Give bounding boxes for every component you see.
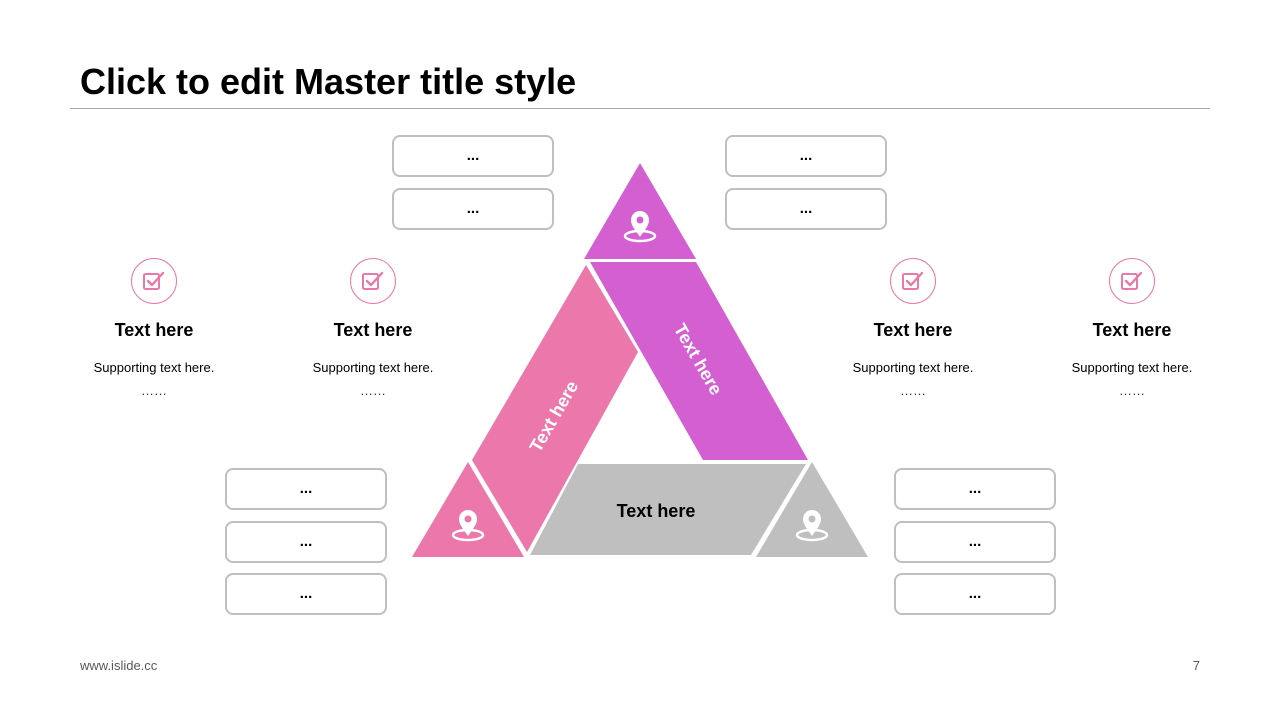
text-box[interactable]: ... [225, 521, 387, 563]
info-item: Text here Supporting text here. …… [273, 258, 473, 399]
text-box[interactable]: ... [225, 468, 387, 510]
checkbox-icon [1109, 258, 1155, 304]
text-box[interactable]: ... [392, 188, 554, 230]
item-supporting-text: Supporting text here. [1071, 360, 1193, 375]
item-ellipsis: …… [900, 383, 926, 398]
slide-title: Click to edit Master title style [80, 61, 577, 102]
text-box-label: ... [466, 199, 480, 217]
text-box-label: ... [466, 146, 480, 164]
left-corner-triangle [412, 462, 524, 557]
text-box-label: ... [968, 479, 982, 497]
checkbox-icon [350, 258, 396, 304]
info-item: Text here Supporting text here. …… [54, 258, 254, 399]
bottom-segment[interactable] [530, 464, 806, 555]
item-ellipsis: …… [1119, 383, 1145, 398]
text-box-label: ... [799, 199, 813, 217]
text-box[interactable]: ... [725, 135, 887, 177]
item-supporting-text: Supporting text here. [852, 360, 974, 375]
item-supporting-text: Supporting text here. [312, 360, 434, 375]
text-box[interactable]: ... [894, 573, 1056, 615]
text-box[interactable]: ... [894, 468, 1056, 510]
location-pin-icon [795, 510, 829, 542]
item-title: Text here [114, 320, 194, 340]
left-segment[interactable] [472, 265, 638, 552]
location-pin-icon [623, 211, 657, 243]
item-ellipsis: …… [360, 383, 386, 398]
right-corner-triangle [756, 462, 868, 557]
item-title: Text here [1092, 320, 1172, 340]
text-box[interactable]: ... [392, 135, 554, 177]
footer-url[interactable]: www.islide.cc [80, 658, 158, 673]
text-box-label: ... [299, 479, 313, 497]
info-item: Text here Supporting text here. …… [1032, 258, 1232, 399]
page-number: 7 [1192, 658, 1200, 673]
text-box[interactable]: ... [225, 573, 387, 615]
right-segment[interactable] [590, 262, 808, 460]
checkbox-icon [890, 258, 936, 304]
bottom-segment-label: Text here [617, 501, 696, 521]
item-title: Text here [873, 320, 953, 340]
text-box[interactable]: ... [725, 188, 887, 230]
text-box-label: ... [968, 532, 982, 550]
text-box-label: ... [968, 584, 982, 602]
text-box-label: ... [299, 584, 313, 602]
checkbox-icon [131, 258, 177, 304]
text-box[interactable]: ... [894, 521, 1056, 563]
item-ellipsis: …… [141, 383, 167, 398]
location-pin-icon [451, 510, 485, 542]
item-supporting-text: Supporting text here. [93, 360, 215, 375]
info-item: Text here Supporting text here. …… [813, 258, 1013, 399]
title-divider [70, 108, 1210, 109]
text-box-label: ... [799, 146, 813, 164]
text-box-label: ... [299, 532, 313, 550]
item-title: Text here [333, 320, 413, 340]
